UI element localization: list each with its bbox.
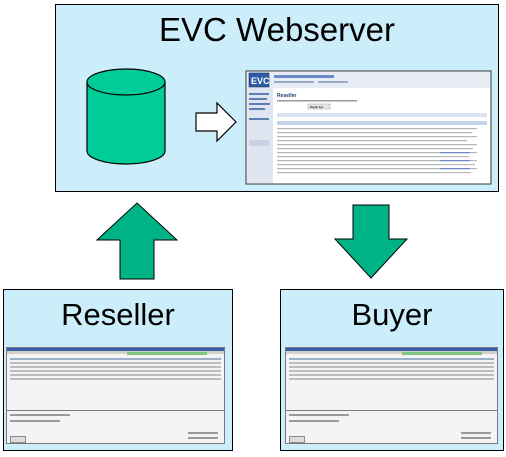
reseller-title: Reseller — [61, 297, 175, 332]
database-icon — [86, 68, 166, 165]
arrow-down-icon — [333, 204, 409, 279]
screenshot-button: Bekijk lijst — [310, 105, 323, 109]
buyer-title: Buyer — [351, 297, 433, 332]
webserver-title: EVC Webserver — [159, 11, 395, 48]
screenshot-heading: Reseller — [277, 93, 297, 99]
arrow-up-icon — [95, 202, 179, 280]
buyer-app-screenshot — [285, 347, 498, 444]
reseller-app-screenshot — [6, 347, 225, 444]
arrow-right-icon — [195, 101, 237, 143]
webserver-screenshot: EVC Reseller Bekijk lijst — [245, 70, 492, 185]
screenshot-logo: EVC — [251, 76, 270, 86]
